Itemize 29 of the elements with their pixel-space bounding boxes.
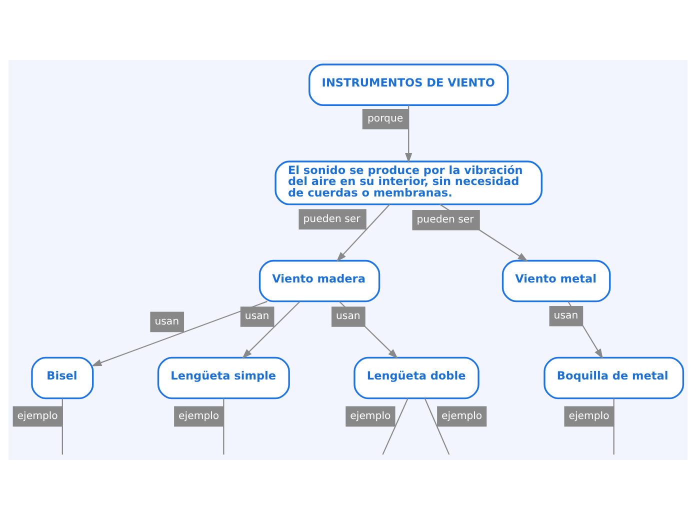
node-box: Viento madera xyxy=(258,260,380,302)
connector xyxy=(613,398,614,455)
edge-label: usan xyxy=(154,316,180,328)
edge-label: usan xyxy=(244,311,270,322)
edge-label: ejemplo xyxy=(17,410,58,422)
arrow xyxy=(336,204,390,262)
node-box: El sonido se produce por la vibración del aire en su interior, sin necesidad de cuerdas o membranas. xyxy=(274,160,543,206)
edge-label: ejemplo xyxy=(178,410,220,422)
connector xyxy=(382,398,408,455)
arrow xyxy=(242,301,300,359)
edge-label: ejemplo xyxy=(350,410,391,422)
connector xyxy=(62,398,63,455)
edge-label: pueden ser xyxy=(416,214,474,226)
edge-label: usan xyxy=(336,311,360,322)
node-box: Lengüeta simple xyxy=(157,356,290,400)
edge-label: porque xyxy=(367,114,404,125)
edge-label: ejemplo xyxy=(568,410,610,422)
arrow xyxy=(405,105,412,164)
edge-label: pueden ser xyxy=(303,214,360,225)
node-box: Boquilla de metal xyxy=(544,356,684,400)
node-box: Lengüeta doble xyxy=(354,356,480,400)
edge-label: usan xyxy=(554,310,578,322)
node-box: Bisel xyxy=(31,356,94,400)
node-box: INSTRUMENTOS DE VIENTO xyxy=(308,64,509,106)
edge-label: ejemplo xyxy=(442,410,482,422)
node-box: Viento metal xyxy=(502,260,611,302)
connector xyxy=(223,398,224,455)
connector xyxy=(424,398,450,455)
arrow xyxy=(91,300,268,366)
